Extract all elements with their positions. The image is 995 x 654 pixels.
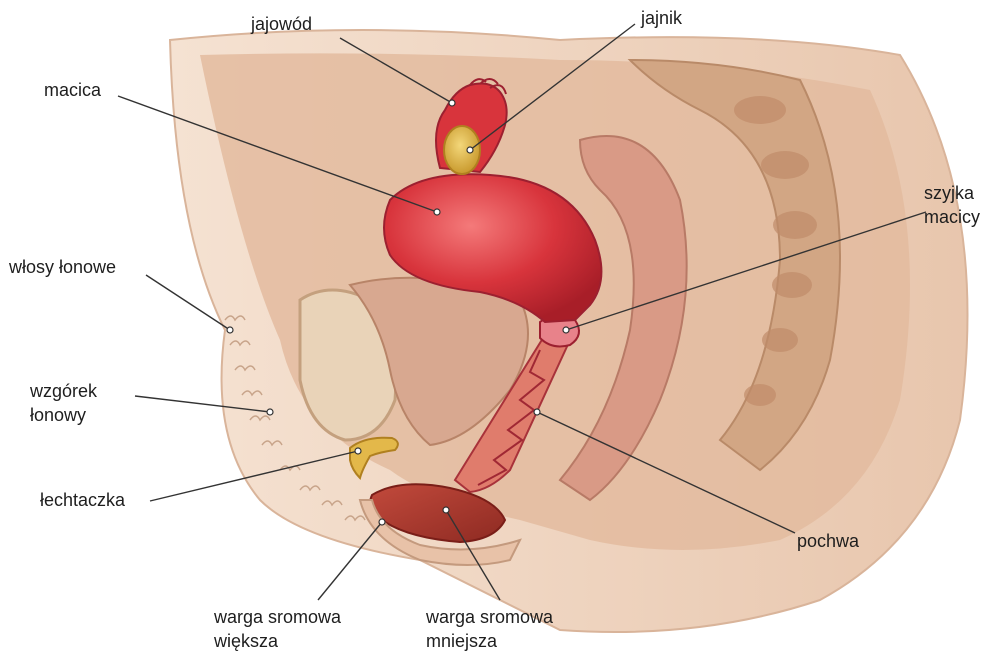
label-labia-minora-1: warga sromowa <box>426 606 553 628</box>
label-cervix-2: macicy <box>924 206 980 228</box>
label-mons-1: wzgórek <box>30 380 97 402</box>
label-labia-minora-2: mniejsza <box>426 630 497 652</box>
label-pubic-hair: włosy łonowe <box>9 256 116 278</box>
label-ovary: jajnik <box>641 7 682 29</box>
label-labia-majora-2: większa <box>214 630 278 652</box>
label-clitoris: łechtaczka <box>40 489 125 511</box>
label-fallopian-tube: jajowód <box>251 13 312 35</box>
label-cervix-1: szyjka <box>924 182 974 204</box>
ovary <box>444 126 480 174</box>
label-uterus: macica <box>44 79 101 101</box>
label-labia-majora-1: warga sromowa <box>214 606 341 628</box>
label-vagina: pochwa <box>797 530 859 552</box>
label-mons-2: łonowy <box>30 404 86 426</box>
